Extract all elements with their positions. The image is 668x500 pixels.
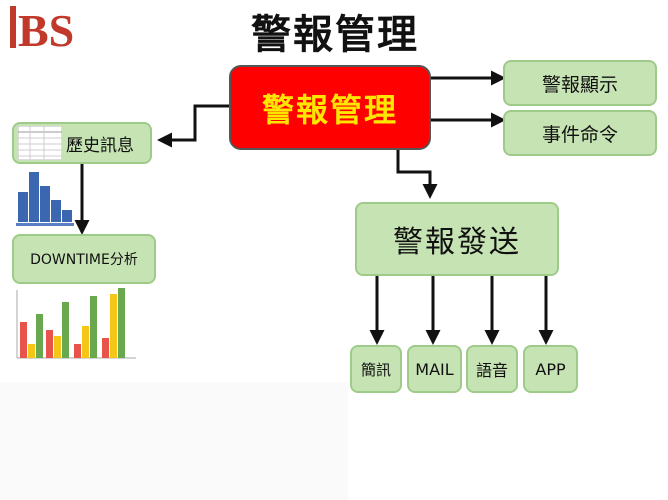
node-voice: 語音 [466,345,518,393]
node-alarm-send: 警報發送 [355,202,559,276]
node-downtime-analysis: DOWNTIME分析 [12,234,156,284]
arrow-to-send [396,150,438,199]
node-event-command: 事件命令 [503,110,657,156]
node-history-label: 歷史訊息 [66,135,134,156]
main-node-alarm-management: 警報管理 [229,65,431,150]
node-sms: 簡訊 [350,345,402,393]
page-title: 警報管理 [251,12,419,58]
node-mail: MAIL [407,345,462,393]
background-panel [0,382,348,500]
bs-logo: BS [10,5,74,52]
grouped-bar-chart-icon [16,288,136,359]
table-thumbnail-icon [18,126,62,160]
arrow-to-history [157,104,229,148]
node-alarm-display: 警報顯示 [503,60,657,106]
logo-text: BS [18,5,74,52]
node-app: APP [523,345,578,393]
node-history-messages: 歷史訊息 [12,122,152,164]
histogram-icon [16,172,74,226]
